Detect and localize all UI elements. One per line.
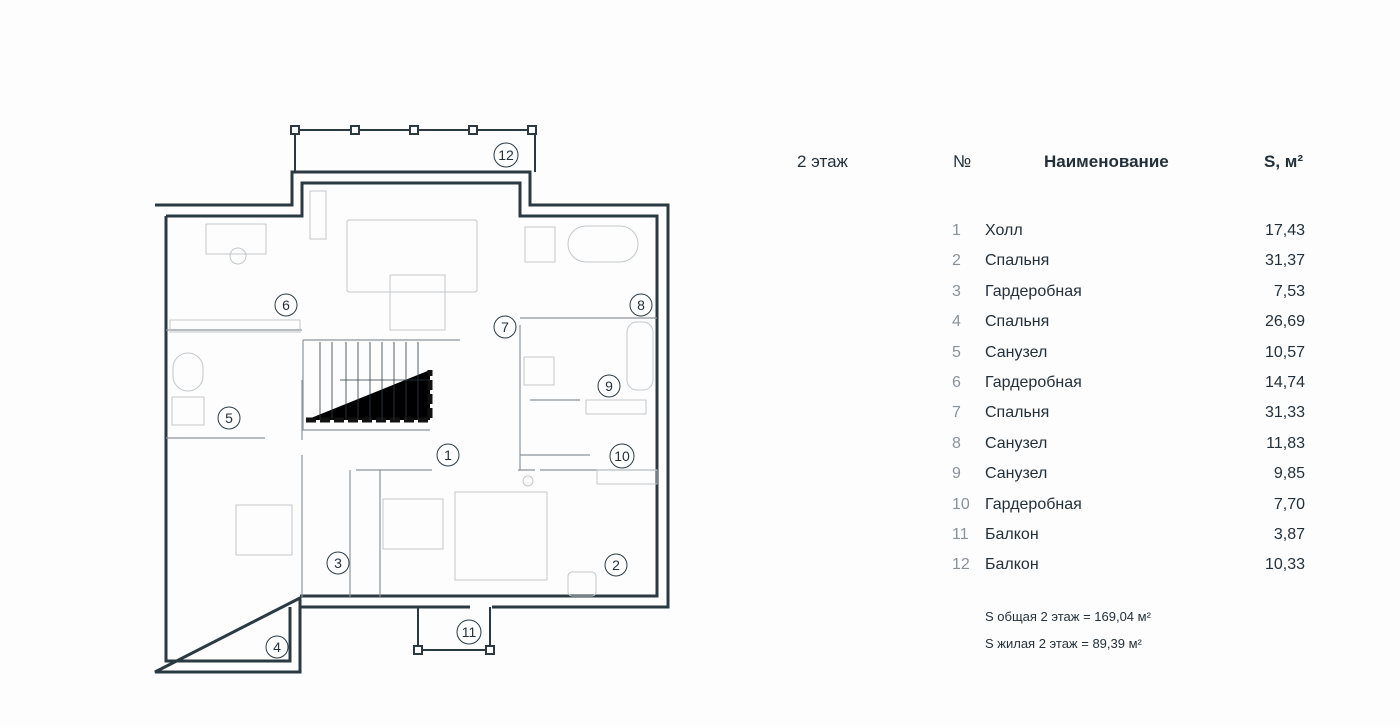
room-area: 7,53 (1273, 282, 1305, 300)
table-row: 1 Холл 17,43 (952, 222, 1332, 252)
svg-text:8: 8 (637, 297, 645, 313)
room-number: 8 (952, 434, 961, 452)
room-name: Спальня (985, 252, 1050, 270)
table-row: 8 Санузел 11,83 (952, 435, 1332, 465)
total-area: S общая 2 этаж = 169,04 м² (985, 609, 1151, 624)
room-name: Балкон (985, 526, 1039, 543)
header-number: № (953, 152, 972, 171)
living-area: S жилая 2 этаж = 89,39 м² (985, 636, 1142, 651)
table-row: 7 Спальня 31,33 (952, 404, 1332, 434)
table-row: 12 Балкон 10,33 (952, 556, 1332, 586)
table-row: 11 Балкон 3,87 (952, 526, 1332, 556)
room-name: Санузел (985, 434, 1048, 452)
room-marker-10: 10 (609, 443, 635, 469)
room-area: 11,83 (1266, 434, 1305, 452)
stairs (319, 342, 430, 420)
svg-text:12: 12 (498, 147, 514, 163)
room-name: Гардеробная (985, 282, 1082, 300)
balconies (290, 125, 537, 655)
table-row: 10 Гардеробная 7,70 (952, 496, 1332, 526)
room-name: Санузел (985, 465, 1048, 483)
room-area: 26,69 (1264, 313, 1305, 331)
room-marker-8: 8 (629, 293, 653, 317)
header-name: Наименование (1044, 152, 1169, 171)
room-area: 3,87 (1273, 526, 1305, 543)
table-row: 5 Санузел 10,57 (952, 344, 1332, 374)
room-number: 10 (952, 495, 970, 513)
interior-walls (166, 317, 657, 598)
table-row: 4 Спальня 26,69 (952, 313, 1332, 343)
room-area: 10,33 (1264, 556, 1305, 574)
room-area: 17,43 (1264, 222, 1305, 239)
svg-text:4: 4 (273, 639, 281, 655)
svg-text:10: 10 (614, 448, 630, 464)
svg-text:2: 2 (612, 557, 620, 573)
room-marker-4: 4 (265, 635, 289, 659)
room-name: Гардеробная (985, 495, 1082, 513)
svg-text:7: 7 (501, 319, 509, 335)
room-name: Гардеробная (985, 374, 1082, 391)
svg-text:6: 6 (282, 297, 290, 313)
table-row: 3 Гардеробная 7,53 (952, 283, 1332, 313)
room-marker-11: 11 (456, 619, 482, 645)
floor-label: 2 этаж (797, 152, 848, 171)
svg-text:5: 5 (225, 410, 233, 426)
room-marker-6: 6 (274, 293, 298, 317)
floor-plan: 1 2 3 4 5 6 7 8 9 10 11 12 (154, 125, 670, 674)
room-number: 9 (952, 465, 961, 483)
stair-rail (306, 370, 433, 423)
room-name: Санузел (985, 343, 1048, 361)
room-marker-9: 9 (597, 374, 621, 398)
room-area: 10,57 (1264, 343, 1305, 361)
room-number: 12 (952, 556, 970, 574)
room-marker-2: 2 (604, 553, 628, 577)
room-number: 1 (952, 222, 961, 239)
room-number: 11 (952, 526, 969, 543)
svg-text:3: 3 (334, 555, 342, 571)
room-area: 9,85 (1273, 465, 1305, 483)
svg-text:1: 1 (444, 447, 452, 463)
room-marker-5: 5 (217, 406, 241, 430)
room-area: 7,70 (1273, 495, 1305, 513)
room-marker-3: 3 (326, 551, 350, 575)
room-number: 5 (952, 343, 961, 361)
table-row: 2 Спальня 31,37 (952, 252, 1332, 282)
room-number: 7 (952, 404, 961, 422)
room-name: Балкон (985, 556, 1039, 574)
room-marker-12: 12 (493, 142, 519, 168)
room-area: 31,37 (1264, 252, 1305, 270)
room-area: 14,74 (1264, 374, 1305, 391)
room-area: 31,33 (1264, 404, 1305, 422)
room-number: 3 (952, 282, 961, 300)
svg-text:9: 9 (605, 378, 613, 394)
table-row: 6 Гардеробная 14,74 (952, 374, 1332, 404)
room-name: Спальня (985, 404, 1050, 422)
header-area: S, м² (1264, 152, 1304, 171)
room-name: Холл (985, 222, 1023, 239)
room-number: 2 (952, 252, 961, 270)
room-number: 4 (952, 313, 961, 331)
furniture (169, 190, 658, 597)
room-number: 6 (952, 374, 961, 391)
room-marker-7: 7 (493, 315, 517, 339)
room-name: Спальня (985, 313, 1050, 331)
room-markers: 1 2 3 4 5 6 7 8 9 10 11 12 (217, 142, 653, 659)
svg-text:11: 11 (462, 624, 477, 640)
table-row: 9 Санузел 9,85 (952, 465, 1332, 495)
room-marker-1: 1 (436, 443, 460, 467)
